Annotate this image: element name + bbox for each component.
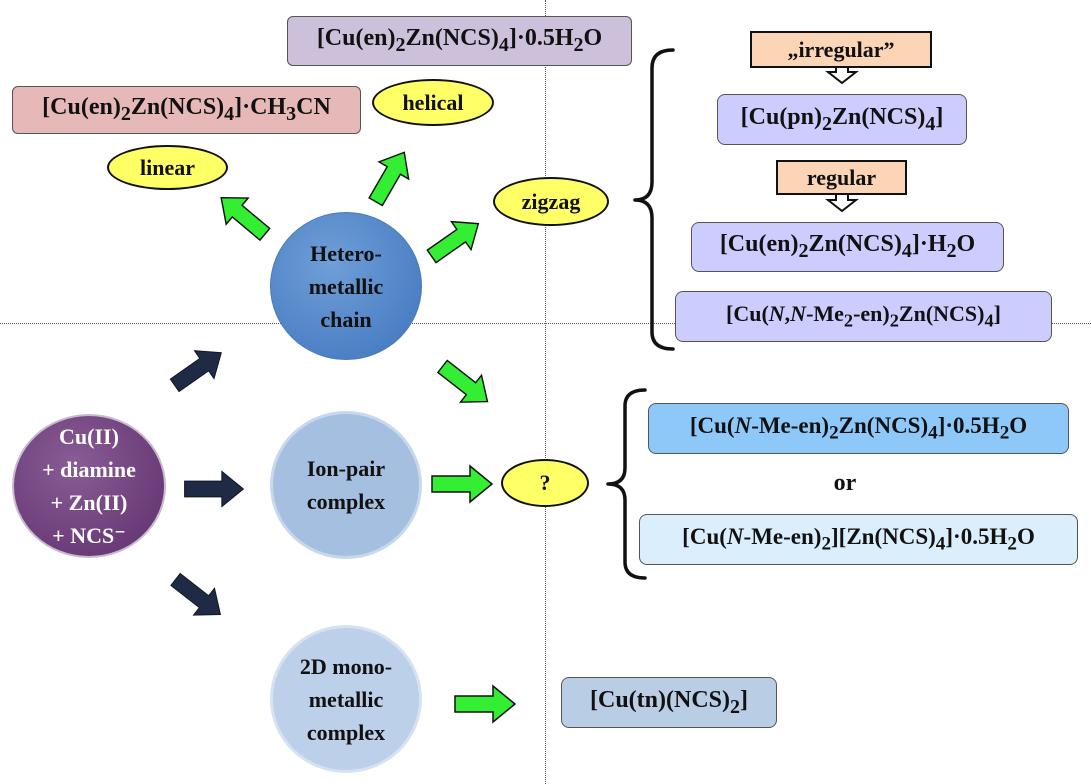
mono2d-line-3: complex <box>306 719 386 745</box>
formula-nnme2-box: [Cu(N,N-Me2-en)2Zn(NCS)4] <box>675 291 1052 342</box>
start-line-4: + NCS⁻ <box>52 523 126 548</box>
green-arrow-to-tn-complex <box>454 685 516 723</box>
formula-hemihydrate-box: [Cu(en)2Zn(NCS)4]·0.5H2O <box>287 16 632 66</box>
green-arrow-to-question-from-ionpair <box>431 465 493 503</box>
dark-arrow-to-2d <box>164 565 232 629</box>
irregular-label: „irregular” <box>787 36 895 62</box>
question-oval: ? <box>501 459 589 507</box>
regular-label-box: regular <box>776 160 907 195</box>
regular-label: regular <box>806 164 877 190</box>
start-line-2: + diamine <box>42 457 136 482</box>
start-line-1: Cu(II) <box>59 424 119 449</box>
formula-monohydrate: [Cu(en)2Zn(NCS)4]·H2O <box>719 231 976 262</box>
formula-nme-b: [Cu(N-Me-en)2][Zn(NCS)4]·0.5H2O <box>682 523 1035 555</box>
formula-nnme2: [Cu(N,N-Me2-en)2Zn(NCS)4] <box>726 301 1001 331</box>
mono2d-line-2: metallic <box>308 686 384 712</box>
formula-pn-box: [Cu(pn)2Zn(NCS)4] <box>717 94 967 145</box>
ionpair-line-2: complex <box>306 489 386 514</box>
linear-label: linear <box>140 154 195 180</box>
ionpair-line-1: Ion-pair <box>306 456 386 481</box>
ion-pair-complex-circle: Ion-pair complex <box>270 411 422 559</box>
start-line-3: + Zn(II) <box>50 490 128 515</box>
hetero-line-2: metallic <box>308 273 384 299</box>
formula-hemihydrate: [Cu(en)2Zn(NCS)4]·0.5H2O <box>316 25 603 56</box>
curly-brace-zigzag <box>633 48 675 351</box>
formula-acetonitrile-box: [Cu(en)2Zn(NCS)4]·CH3CN <box>12 86 361 134</box>
vertical-guide-line <box>545 0 546 784</box>
formula-tn: [Cu(tn)(NCS)2] <box>590 686 748 718</box>
heterometallic-chain-circle: Hetero- metallic chain <box>270 212 422 360</box>
formula-nme-a: [Cu(N-Me-en)2Zn(NCS)4]·0.5H2O <box>689 412 1028 444</box>
hollow-arrow-irregular <box>825 65 859 85</box>
formula-monohydrate-box: [Cu(en)2Zn(NCS)4]·H2O <box>691 222 1004 272</box>
formula-acetonitrile: [Cu(en)2Zn(NCS)4]·CH3CN <box>42 94 331 125</box>
start-reagents-circle: Cu(II) + diamine + Zn(II) + NCS⁻ <box>12 414 166 558</box>
question-label: ? <box>539 470 551 495</box>
irregular-label-box: „irregular” <box>750 31 932 68</box>
formula-tn-box: [Cu(tn)(NCS)2] <box>561 677 777 728</box>
formula-nme-b-box: [Cu(N-Me-en)2][Zn(NCS)4]·0.5H2O <box>639 514 1078 565</box>
hetero-line-3: chain <box>320 306 372 332</box>
green-arrow-to-linear <box>209 183 277 249</box>
zigzag-label: zigzag <box>521 188 581 214</box>
curly-brace-question <box>606 388 647 580</box>
formula-nme-a-box: [Cu(N-Me-en)2Zn(NCS)4]·0.5H2O <box>648 403 1069 454</box>
hollow-arrow-regular <box>825 193 859 213</box>
dark-arrow-to-ionpair <box>184 470 244 508</box>
linear-oval: linear <box>107 145 228 190</box>
or-label: or <box>833 470 857 496</box>
hetero-line-1: Hetero- <box>310 240 382 266</box>
green-arrow-to-question-from-chain <box>431 352 499 416</box>
zigzag-oval: zigzag <box>493 177 609 226</box>
green-arrow-to-zigzag <box>421 208 489 272</box>
helical-oval: helical <box>372 79 494 126</box>
mono2d-line-1: 2D mono- <box>299 653 393 679</box>
helical-label: helical <box>402 89 464 115</box>
formula-pn: [Cu(pn)2Zn(NCS)4] <box>740 103 944 135</box>
dark-arrow-to-chain <box>164 338 232 400</box>
green-arrow-to-helical <box>360 143 420 211</box>
mono-metallic-complex-circle: 2D mono- metallic complex <box>270 625 422 773</box>
